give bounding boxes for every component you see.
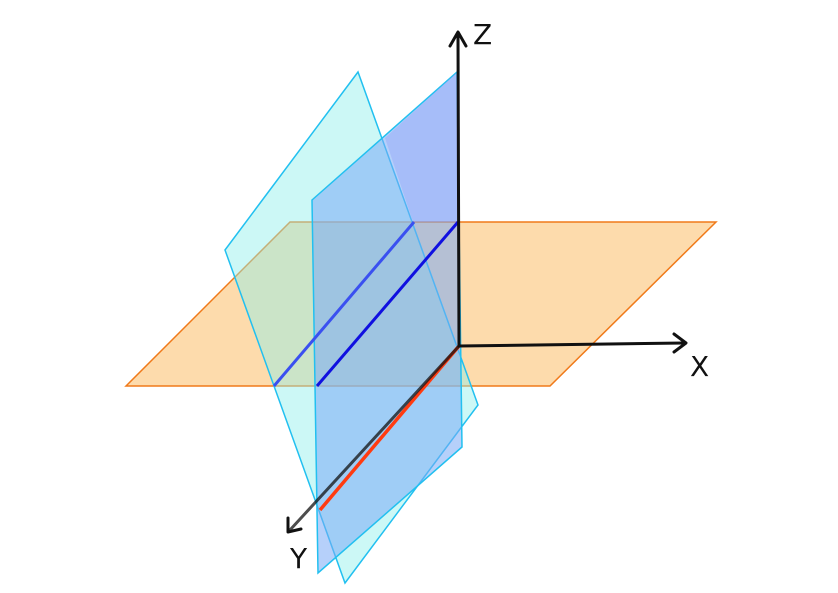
- vertical-plane: [311, 70, 463, 575]
- y-axis-arrowhead: [286, 516, 303, 534]
- x-axis-label: X: [690, 350, 709, 383]
- z-axis-arrowhead: [448, 30, 468, 48]
- x-axis-arrowhead: [672, 332, 688, 354]
- y-axis-label: Y: [289, 542, 308, 575]
- intersection-line-tilted-horizontal: [272, 221, 416, 387]
- y-axis: [288, 344, 461, 532]
- z-axis: [456, 34, 461, 348]
- intersection-line-vertical-horizontal: [315, 221, 460, 387]
- x-axis: [457, 341, 686, 348]
- vertical-plane-upper-tint: [385, 72, 457, 222]
- z-axis-label: Z: [473, 18, 492, 51]
